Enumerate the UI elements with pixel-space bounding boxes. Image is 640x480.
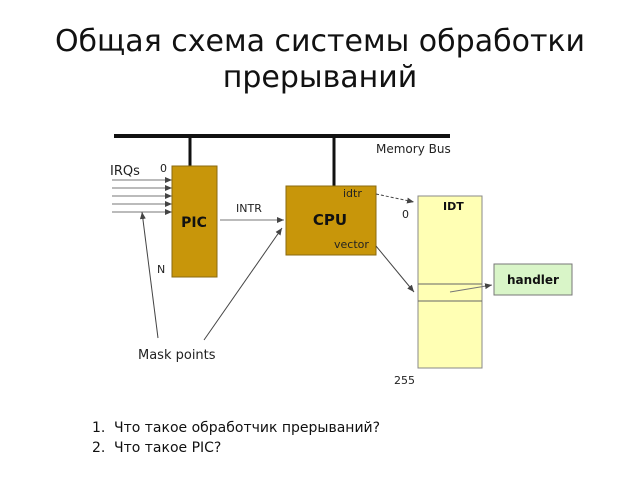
pic-label: PIC xyxy=(181,215,207,231)
pic-top-index: 0 xyxy=(160,162,167,175)
idtr-label: idtr xyxy=(343,187,362,200)
slide-title-line-1: Общая схема системы обработки xyxy=(54,24,586,59)
idt-table xyxy=(417,195,483,369)
idt-label: IDT xyxy=(443,200,464,213)
question-item: 2. Что такое PIC? xyxy=(92,438,380,458)
mask-arrow-cpu xyxy=(203,227,283,341)
idt-last-index: 255 xyxy=(394,374,415,387)
handler-box xyxy=(493,263,573,296)
mask-arrow-pic xyxy=(139,211,159,339)
irq-lines xyxy=(112,177,172,215)
question-item: 1. Что такое обработчик прерываний? xyxy=(92,418,380,438)
pic-bottom-index: N xyxy=(157,263,165,276)
question-text: Что такое обработчик прерываний? xyxy=(114,420,381,436)
handler-pointer xyxy=(449,283,493,293)
intr-label: INTR xyxy=(236,202,262,215)
irqs-label: IRQs xyxy=(110,164,140,179)
handler-label: handler xyxy=(507,273,559,287)
idtr-arrow xyxy=(375,193,415,204)
question-text: Что такое PIC? xyxy=(114,440,222,456)
vector-label: vector xyxy=(334,238,369,251)
slide-title-line-2: прерываний xyxy=(222,60,418,95)
vector-arrow xyxy=(375,245,415,293)
question-number: 1. xyxy=(92,420,106,436)
slide-title: Общая схема системы обработки прерываний xyxy=(0,24,640,96)
question-number: 2. xyxy=(92,440,106,456)
mask-points-label: Mask points xyxy=(138,348,216,363)
pic-box xyxy=(171,165,218,278)
question-list: 1. Что такое обработчик прерываний? 2. Что… xyxy=(92,418,380,458)
memory-bus-label: Memory Bus xyxy=(376,142,451,156)
cpu-label: CPU xyxy=(313,211,347,229)
idt-first-index: 0 xyxy=(402,208,409,221)
cpu-box xyxy=(285,185,377,256)
